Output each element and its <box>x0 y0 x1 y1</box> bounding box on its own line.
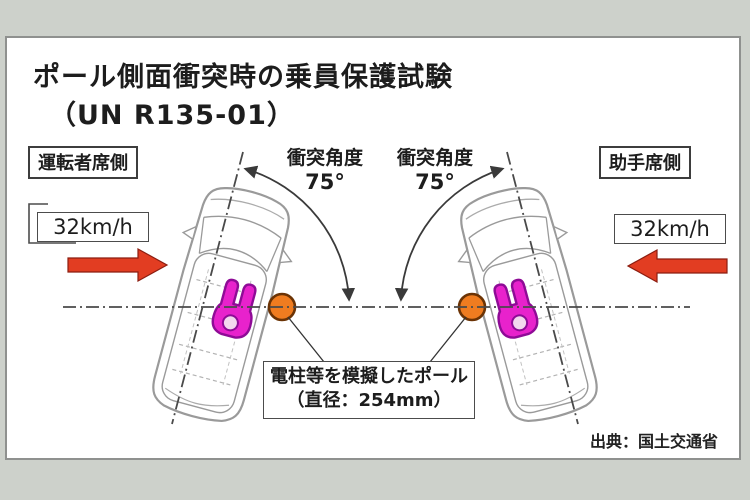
source-credit: 出典：国土交通省 <box>590 432 719 451</box>
car-axis-line-left <box>171 151 244 425</box>
speed-label-right: 32km/h <box>614 214 726 244</box>
impact-arrow-right-icon <box>67 247 169 283</box>
impact-angle-arc-left <box>243 165 356 302</box>
car-axis-line-right <box>506 151 579 425</box>
speed-label-left: 32km/h <box>37 212 149 242</box>
page-subtitle: （UN R135-01） <box>49 100 295 131</box>
speed-box-bracket <box>28 203 76 244</box>
impact-arrow-left-icon <box>626 248 728 284</box>
callout-line-right <box>429 316 467 363</box>
impact-angle-right-value: 75° <box>415 169 455 194</box>
impact-angle-left: 衝突角度 75° <box>277 147 373 194</box>
impact-angle-left-value: 75° <box>305 169 345 194</box>
driver-side-label: 運転者席側 <box>28 146 138 179</box>
callout-line-left <box>287 316 325 363</box>
page-title: ポール側面衝突時の乗員保護試験 <box>33 62 453 93</box>
impact-angle-right: 衝突角度 75° <box>387 147 483 194</box>
pole-callout-line1: 電柱等を模擬したポール <box>270 366 468 387</box>
impact-angle-left-label: 衝突角度 <box>286 147 363 169</box>
pole-callout-line2: （直径：254mm） <box>286 390 452 412</box>
passenger-side-label: 助手席側 <box>599 146 691 179</box>
pole-callout-box: 電柱等を模擬したポール （直径：254mm） <box>263 361 475 419</box>
impact-angle-right-label: 衝突角度 <box>396 147 473 169</box>
impact-angle-arc-right <box>394 165 505 302</box>
